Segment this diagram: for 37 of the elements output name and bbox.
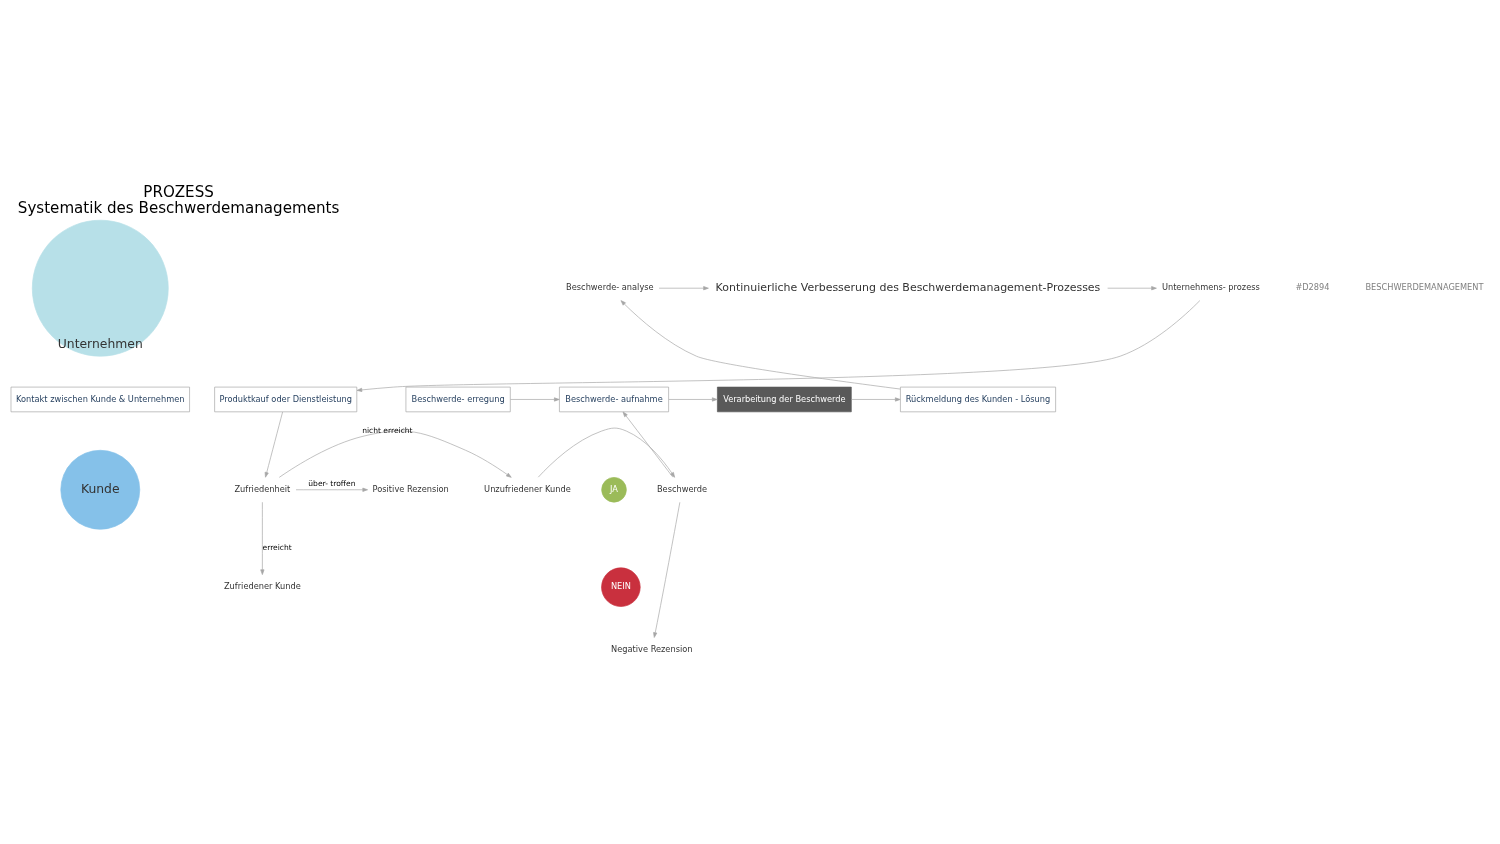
caption: Systematik des Beschwerdemanagements — [17, 199, 340, 218]
arrow — [851, 397, 901, 402]
node-text: Unzufriedener Kunde — [484, 483, 571, 494]
node-text: Unternehmens- prozess — [1161, 282, 1260, 293]
arrow — [260, 501, 265, 575]
arrow — [620, 300, 901, 390]
arrow — [278, 430, 512, 478]
arrow — [356, 300, 1201, 392]
node-text: Beschwerde — [656, 483, 708, 494]
node-circle: JA — [601, 477, 627, 503]
arrow — [537, 427, 675, 478]
node-text: Positive Rezension — [372, 483, 449, 494]
node-box: Produktkauf oder Dienstleistung — [214, 386, 358, 413]
node-circle: Unternehmen — [31, 219, 169, 357]
arrow — [264, 411, 283, 478]
node-text: Negative Rezension — [611, 644, 693, 655]
node-box: Verarbeitung der Beschwerde — [717, 386, 852, 413]
arrow — [295, 487, 368, 492]
diagram-title: PROZESS — [143, 182, 214, 201]
label: BESCHWERDEMANAGEMENT — [1365, 282, 1484, 293]
node-text: Zufriedener Kunde — [223, 581, 301, 592]
node-text: Beschwerde- analyse — [566, 282, 654, 293]
arrow — [653, 501, 681, 638]
arrow — [510, 397, 560, 402]
node-box: Kontakt zwischen Kunde & Unternehmen — [10, 386, 190, 413]
node-box: Beschwerde- erregung — [405, 386, 511, 413]
node-box: Rückmeldung des Kunden - Lösung — [900, 386, 1056, 413]
arrow — [1107, 286, 1157, 291]
arrow — [622, 411, 674, 478]
arrow — [658, 286, 709, 291]
node-text: Kontinuierliche Verbesserung des Beschwerdemanagement-Prozesses — [715, 280, 1101, 294]
node-box: Beschwerde- aufnahme — [559, 386, 669, 413]
node-circle: NEIN — [601, 567, 641, 607]
node-circle: Kunde — [60, 449, 141, 530]
node-text: Zufriedenheit — [234, 483, 291, 494]
arrow — [668, 397, 718, 402]
label: #D2894 — [1295, 282, 1330, 293]
